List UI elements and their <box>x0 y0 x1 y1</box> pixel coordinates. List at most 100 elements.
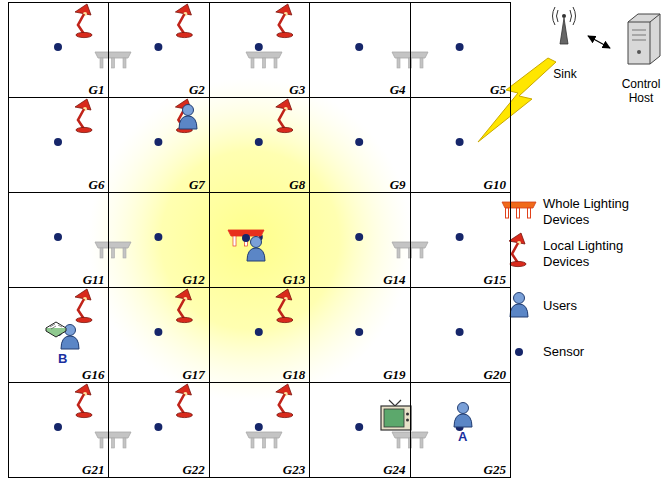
grid-cell: G11 <box>8 192 109 288</box>
grid-cell: G9 <box>309 97 410 193</box>
cell-label: G16 <box>82 368 104 381</box>
grid-cell: G19 <box>309 287 410 383</box>
device-label: Control Host <box>610 78 665 106</box>
whole-light-icon <box>246 52 282 68</box>
grid-cell: G4 <box>309 2 410 98</box>
cell-label: G8 <box>289 178 305 191</box>
sensor-dot <box>515 348 523 356</box>
sensor-dot <box>456 233 464 241</box>
sensor-dot <box>154 138 162 146</box>
control-host-node: Control Host <box>610 2 665 106</box>
sensor-dot <box>54 423 62 431</box>
local-lamp-icon <box>276 4 293 38</box>
user-icon <box>510 293 528 318</box>
grid-cell: G5 <box>410 2 511 98</box>
cell-label: G24 <box>383 463 405 476</box>
cell-label: G2 <box>189 83 205 96</box>
sensor-dot <box>456 138 464 146</box>
local-lamp-icon <box>75 4 92 38</box>
whole-light-icon <box>95 52 131 68</box>
user-icon <box>179 105 197 130</box>
local-lamp-icon <box>75 384 92 418</box>
sensor-dot <box>255 43 263 51</box>
local-lamp-icon <box>276 289 293 323</box>
grid-cell: G3 <box>209 2 310 98</box>
cell-label: G23 <box>283 463 305 476</box>
sink-node: Sink <box>542 2 588 82</box>
sensor-dot <box>154 423 162 431</box>
legend-label: Users <box>543 298 651 314</box>
sensor-dot <box>255 138 263 146</box>
sensor-dot <box>355 43 363 51</box>
cell-label: G17 <box>182 368 204 381</box>
grid-cell: G7 <box>108 97 209 193</box>
sensor-dot <box>456 43 464 51</box>
sensor-dot <box>355 138 363 146</box>
wireless-bolt <box>478 58 556 142</box>
grid-cell: G23 <box>209 382 310 478</box>
sensor-dot <box>255 328 263 336</box>
sensor-dot <box>54 233 62 241</box>
cell-label: G25 <box>484 463 506 476</box>
grid-cell: G10 <box>410 97 511 193</box>
grid-cell: G6 <box>8 97 109 193</box>
user-icon <box>454 403 472 428</box>
tv-icon <box>381 400 411 430</box>
sensor-dot <box>355 328 363 336</box>
grid-cell: G18 <box>209 287 310 383</box>
grid-cell: G2 <box>108 2 209 98</box>
grid-cell: G24 <box>309 382 410 478</box>
cell-label: G18 <box>283 368 305 381</box>
grid-cell: G14 <box>309 192 410 288</box>
legend-sample <box>502 202 536 218</box>
sensor-dot <box>154 328 162 336</box>
cell-label: G14 <box>383 273 405 286</box>
grid-cell: G17 <box>108 287 209 383</box>
grid-cell: G1 <box>8 2 109 98</box>
grid-cell: G8 <box>209 97 310 193</box>
legend-label: Sensor <box>543 344 651 360</box>
sensor-dot <box>54 43 62 51</box>
cell-label: G20 <box>484 368 506 381</box>
whole-light-icon <box>246 432 282 448</box>
cell-label: G1 <box>89 83 105 96</box>
cell-label: G4 <box>390 83 406 96</box>
grid-cell: G16 <box>8 287 109 383</box>
sensor-dot <box>456 328 464 336</box>
cell-label: G22 <box>182 463 204 476</box>
cell-label: G3 <box>289 83 305 96</box>
sensor-dot <box>242 234 250 242</box>
cell-label: G7 <box>189 178 205 191</box>
local-lamp-icon <box>175 289 192 323</box>
light-area <box>88 78 412 402</box>
grid-cell: G15 <box>410 192 511 288</box>
cell-label: G6 <box>89 178 105 191</box>
cell-label: G21 <box>82 463 104 476</box>
local-lamp-icon <box>75 289 92 323</box>
user-tag: B <box>58 352 67 365</box>
cell-label: G13 <box>283 273 305 286</box>
local-lamp-icon <box>175 4 192 38</box>
user-icon <box>247 237 265 262</box>
local-lamp-icon <box>75 99 92 133</box>
grid-cell: G13 <box>209 192 310 288</box>
device-label: Sink <box>552 68 577 82</box>
cell-label: G12 <box>182 273 204 286</box>
grid-cell: G21 <box>8 382 109 478</box>
local-lamp-icon <box>175 384 192 418</box>
sensor-dot <box>355 233 363 241</box>
cell-label: G5 <box>490 83 506 96</box>
local-lamp-icon <box>509 233 526 267</box>
user-tag: A <box>458 430 467 443</box>
sensor-dot <box>154 43 162 51</box>
whole-light-icon <box>95 242 131 258</box>
cell-label: G11 <box>83 273 105 286</box>
local-lamp-icon <box>276 384 293 418</box>
whole-light-icon <box>95 432 131 448</box>
grid-cell: G22 <box>108 382 209 478</box>
book-icon <box>46 322 66 337</box>
control-host-icon <box>628 14 660 64</box>
cell-label: G15 <box>484 273 506 286</box>
sensor-dot <box>255 423 263 431</box>
